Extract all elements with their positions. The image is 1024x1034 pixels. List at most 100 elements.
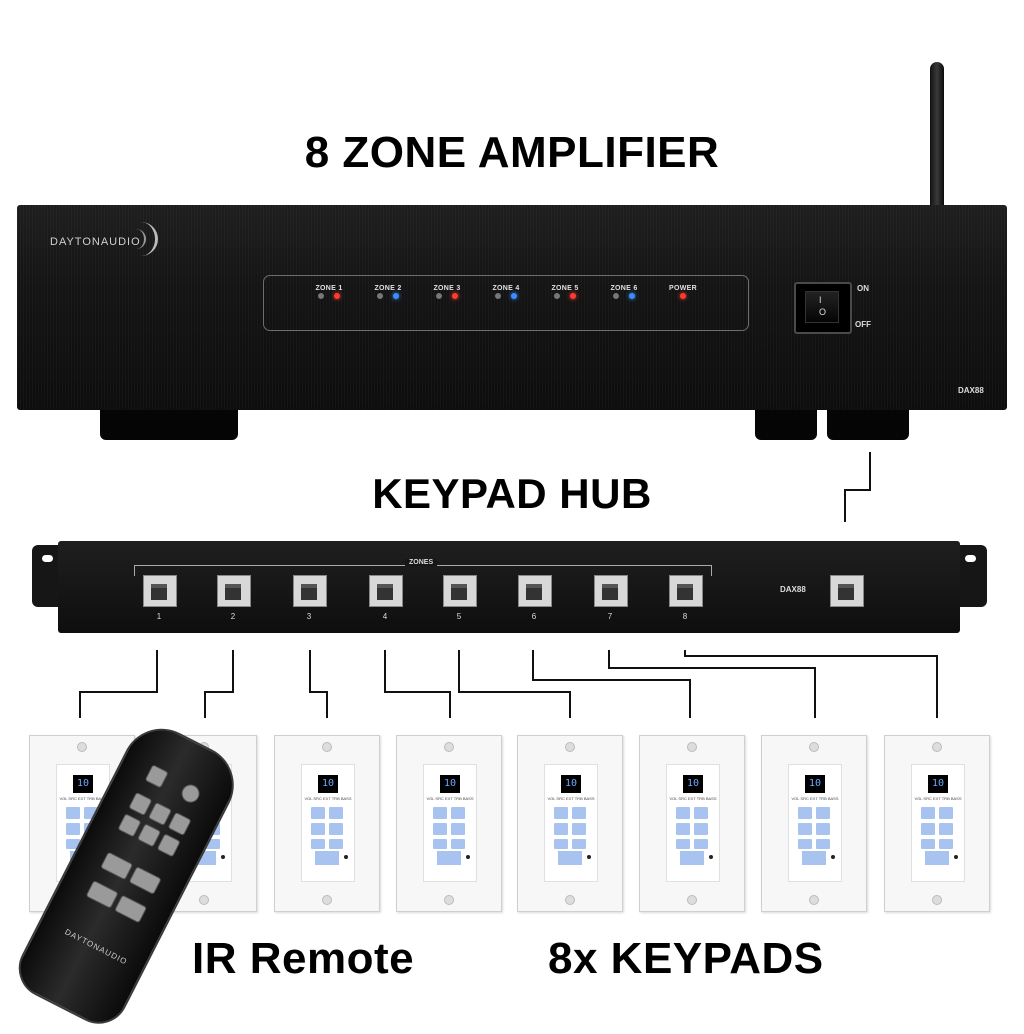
keypad-select-button[interactable]: [802, 851, 826, 865]
keypad-left-button[interactable]: [676, 823, 690, 835]
keypad-select-button[interactable]: [315, 851, 339, 865]
keypad-vol-down-button[interactable]: [798, 807, 812, 819]
hub-zone-port[interactable]: [369, 575, 403, 607]
keypad-left-button[interactable]: [433, 823, 447, 835]
keypad-right-button[interactable]: [939, 823, 953, 835]
remote-plus-button[interactable]: [128, 791, 153, 817]
hub-zone-port[interactable]: [669, 575, 703, 607]
screw-icon: [565, 742, 575, 752]
keypad-left-button[interactable]: [311, 823, 325, 835]
zone-indicator-label: POWER: [669, 285, 697, 292]
hub-zone-port[interactable]: [443, 575, 477, 607]
remote-source-prev-button[interactable]: [85, 880, 119, 909]
keypad-right-button[interactable]: [816, 823, 830, 835]
ir-sensor-icon: [344, 855, 348, 859]
keypad-prev-button[interactable]: [676, 839, 690, 849]
keypad-prev-button[interactable]: [66, 839, 80, 849]
keypad-hub-heading: KEYPAD HUB: [372, 470, 652, 517]
keypad-vol-up-button[interactable]: [816, 807, 830, 819]
wire-zone-7: [608, 650, 816, 718]
keypad-left-button[interactable]: [554, 823, 568, 835]
keypad-right-button[interactable]: [451, 823, 465, 835]
keypad-left-button[interactable]: [798, 823, 812, 835]
hub-zone-port[interactable]: [143, 575, 177, 607]
keypad-vol-down-button[interactable]: [676, 807, 690, 819]
keypad-right-button[interactable]: [694, 823, 708, 835]
hub-zone-port[interactable]: [518, 575, 552, 607]
keypad-vol-down-button[interactable]: [554, 807, 568, 819]
zone-status-led-dim: [318, 293, 324, 299]
zone-indicator-label: ZONE 2: [374, 285, 402, 292]
remote-plus-button[interactable]: [167, 811, 192, 837]
keypad-vol-down-button[interactable]: [66, 807, 80, 819]
keypad-next-button[interactable]: [451, 839, 465, 849]
zone-status-led: [452, 293, 458, 299]
keypad-select-button[interactable]: [558, 851, 582, 865]
keypad-vol-down-button[interactable]: [921, 807, 935, 819]
keypad-display: 10: [318, 775, 338, 793]
zone-status-led-dim: [377, 293, 383, 299]
remote-minus-button[interactable]: [156, 833, 181, 858]
remote-plus-button[interactable]: [147, 801, 173, 827]
keypad-prev-button[interactable]: [798, 839, 812, 849]
hub-zone-port[interactable]: [217, 575, 251, 607]
keypad-prev-button[interactable]: [921, 839, 935, 849]
keypad-next-button[interactable]: [939, 839, 953, 849]
remote-vol-down-button[interactable]: [100, 851, 134, 881]
keypad-left-button[interactable]: [921, 823, 935, 835]
remote-brand-logo: DAYTONAUDIO: [63, 927, 129, 967]
remote-power-button[interactable]: [178, 781, 203, 806]
keypad-prev-button[interactable]: [433, 839, 447, 849]
hub-zone-port[interactable]: [594, 575, 628, 607]
keypad-vol-down-button[interactable]: [311, 807, 325, 819]
hub-zone-port[interactable]: [293, 575, 327, 607]
remote-source-next-button[interactable]: [114, 894, 148, 924]
remote-minus-button[interactable]: [117, 813, 142, 838]
keypad-vol-up-button[interactable]: [694, 807, 708, 819]
power-rocker[interactable]: I O: [805, 291, 839, 323]
keypad-right-button[interactable]: [329, 823, 343, 835]
keypad-vol-up-button[interactable]: [329, 807, 343, 819]
zone-status-led: [393, 293, 399, 299]
keypad-next-button[interactable]: [694, 839, 708, 849]
screw-icon: [932, 895, 942, 905]
keypad-next-button[interactable]: [329, 839, 343, 849]
keypad-prev-button[interactable]: [311, 839, 325, 849]
hub-port-number: 7: [607, 612, 613, 621]
remote-minus-button[interactable]: [136, 823, 162, 848]
keypad-next-button[interactable]: [572, 839, 586, 849]
keypad-select-button[interactable]: [437, 851, 461, 865]
amplifier-foot-left: [100, 406, 238, 440]
power-switch[interactable]: I O: [794, 282, 852, 334]
remote-mute-button[interactable]: [144, 764, 169, 789]
remote-vol-up-button[interactable]: [128, 866, 162, 895]
keypad-vol-up-button[interactable]: [451, 807, 465, 819]
keypad-select-button[interactable]: [925, 851, 949, 865]
keypad-prev-button[interactable]: [554, 839, 568, 849]
hub-amplifier-port[interactable]: [830, 575, 864, 607]
keypad-left-button[interactable]: [66, 823, 80, 835]
ir-sensor-icon: [709, 855, 713, 859]
screw-icon: [444, 742, 454, 752]
ir-remote-heading: IR Remote: [192, 934, 415, 983]
keypad-next-button[interactable]: [206, 839, 220, 849]
keypad-next-button[interactable]: [816, 839, 830, 849]
keypad-vol-up-button[interactable]: [939, 807, 953, 819]
keypad-vol-down-button[interactable]: [433, 807, 447, 819]
keypad-vol-up-button[interactable]: [572, 807, 586, 819]
keypad-function-labels: VOL SRC EXT TRB BASS: [304, 796, 352, 801]
ir-sensor-icon: [831, 855, 835, 859]
keypad-select-button[interactable]: [680, 851, 704, 865]
keypad-right-button[interactable]: [572, 823, 586, 835]
amplifier-foot-middle: [755, 406, 817, 440]
